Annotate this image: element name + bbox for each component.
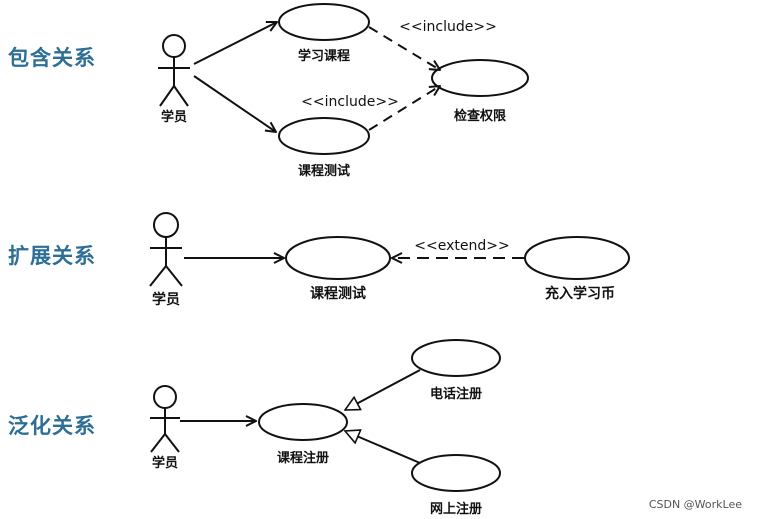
generalization-online (345, 431, 421, 464)
include-dependency-top (368, 26, 440, 70)
label-course-test-extend: 课程测试 (310, 285, 366, 302)
usecase-recharge-coins (524, 236, 630, 280)
label-course-register: 课程注册 (277, 450, 329, 466)
actor-student-include (158, 34, 190, 107)
label-study-course: 学习课程 (298, 48, 350, 64)
usecase-course-test-include (278, 117, 370, 155)
stereotype-include-top: <<include>> (399, 19, 497, 35)
association-actor-study (193, 22, 277, 65)
actor-label-include: 学员 (161, 109, 187, 125)
watermark: CSDN @WorkLee (648, 498, 742, 511)
usecase-study-course (278, 3, 370, 41)
label-recharge-coins: 充入学习币 (545, 285, 615, 302)
stereotype-extend: <<extend>> (414, 238, 509, 254)
actor-label-generalization: 学员 (152, 455, 178, 471)
section-title-extend: 扩展关系 (8, 244, 96, 268)
usecase-course-test-extend (285, 236, 391, 280)
usecase-phone-register (411, 339, 501, 377)
usecase-check-permission (431, 59, 529, 97)
label-course-test-include: 课程测试 (298, 163, 350, 179)
label-phone-register: 电话注册 (430, 386, 482, 402)
section-title-include: 包含关系 (8, 46, 96, 70)
label-check-permission: 检查权限 (454, 108, 507, 124)
association-actor-test (193, 75, 276, 132)
stereotype-include-bottom: <<include>> (301, 94, 399, 110)
usecase-course-register (258, 403, 348, 441)
include-dependency-bottom (368, 86, 440, 131)
section-title-generalization: 泛化关系 (8, 414, 96, 438)
generalization-phone (345, 369, 421, 411)
usecase-online-register (411, 454, 501, 492)
label-online-register: 网上注册 (430, 501, 482, 517)
actor-student-generalization (150, 385, 180, 453)
actor-label-extend: 学员 (152, 291, 180, 308)
actor-student-extend (149, 212, 183, 287)
